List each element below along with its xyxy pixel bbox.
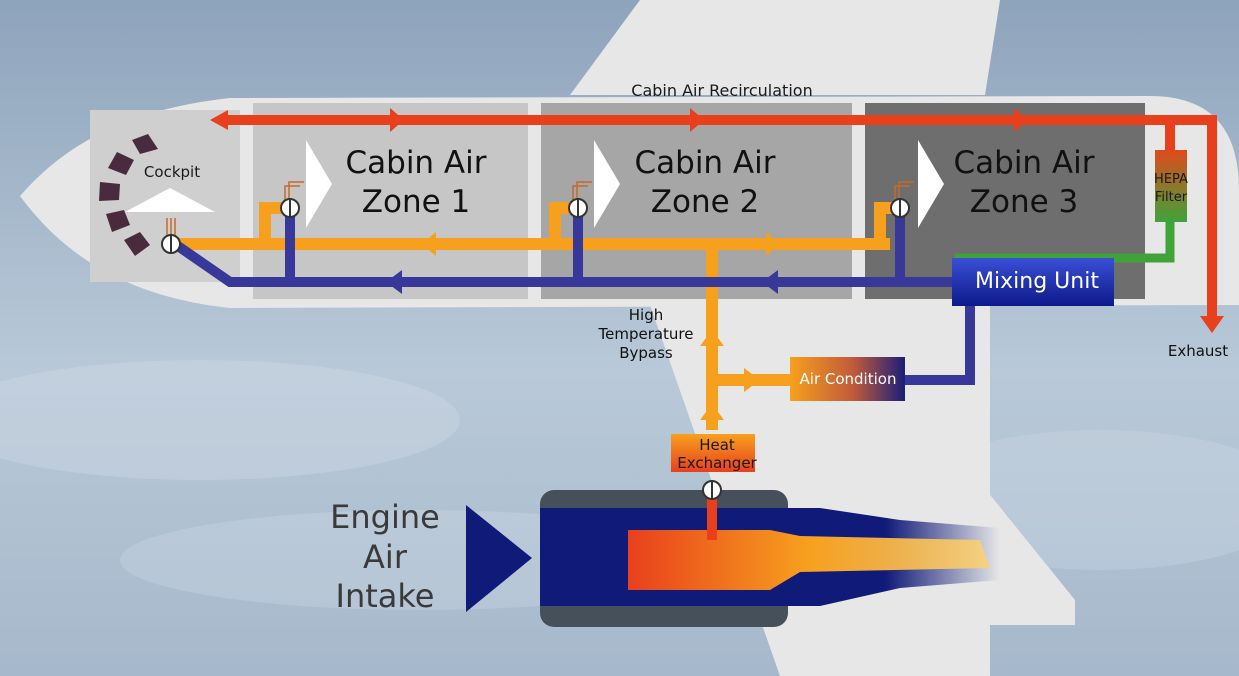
hepa-label-line1: HEPA: [1154, 172, 1188, 187]
valve-icons: [161, 181, 914, 254]
air-condition-label: Air Condition: [800, 370, 897, 388]
zone2-label-line1: Cabin Air: [635, 145, 776, 181]
zone3-label-line2: Zone 3: [970, 184, 1079, 220]
zone1-label-line2: Zone 1: [362, 184, 471, 220]
zone3-valve-icon: [890, 181, 914, 218]
hepa-filter: [1155, 150, 1187, 222]
heat-exchanger-label-line1: Heat: [699, 436, 735, 454]
bypass-label-line3: Bypass: [619, 344, 673, 362]
cockpit-label: Cockpit: [144, 163, 200, 181]
recirculation-duct: [222, 115, 1217, 320]
zone2-label-line2: Zone 2: [651, 184, 760, 220]
zone2-vent-icon: [594, 140, 620, 228]
warm-air-arrows: [422, 232, 780, 420]
heat-exchanger: [671, 434, 755, 472]
cool-air-arrows: [386, 270, 778, 294]
exhaust-arrow-icon: [1200, 316, 1224, 333]
mixing-unit-label: Mixing Unit: [975, 269, 1099, 294]
cabin-zone-1: [253, 103, 528, 299]
bypass-label-line2: Temperature: [597, 325, 693, 343]
cockpit-vent: [125, 188, 215, 212]
zone3-label-line1: Cabin Air: [954, 145, 1095, 181]
zone3-vent-icon: [918, 140, 944, 228]
zone1-label-line1: Cabin Air: [346, 145, 487, 181]
air-condition-unit: [790, 357, 905, 401]
exhaust-label: Exhaust: [1168, 342, 1228, 360]
engine-flame: [628, 530, 990, 590]
engine: [466, 490, 1000, 627]
zone1-vent-icon: [306, 140, 332, 228]
engine-intake-label-line1: Engine: [330, 498, 440, 536]
zone1-valve-icon: [280, 181, 304, 218]
engine-intake-arrow-icon: [466, 505, 532, 612]
mixing-unit: [952, 258, 1114, 306]
engine-intake-label-line3: Intake: [336, 577, 435, 615]
hepa-label-line2: Filter: [1155, 190, 1188, 205]
recirculation-label: Cabin Air Recirculation: [631, 81, 812, 100]
recirculation-arrows: [210, 108, 1224, 333]
bypass-label-line1: High: [629, 306, 663, 324]
heat-exchanger-label-line2: Exchanger: [677, 454, 757, 472]
cockpit-valve-icon: [161, 218, 181, 254]
zone2-valve-icon: [568, 181, 592, 218]
cool-air-duct: [172, 208, 975, 385]
engine-valve-icon: [702, 480, 722, 500]
cabin-zone-2: [541, 103, 852, 299]
engine-intake-label-line2: Air: [363, 538, 408, 576]
cockpit-windows: [99, 134, 158, 256]
